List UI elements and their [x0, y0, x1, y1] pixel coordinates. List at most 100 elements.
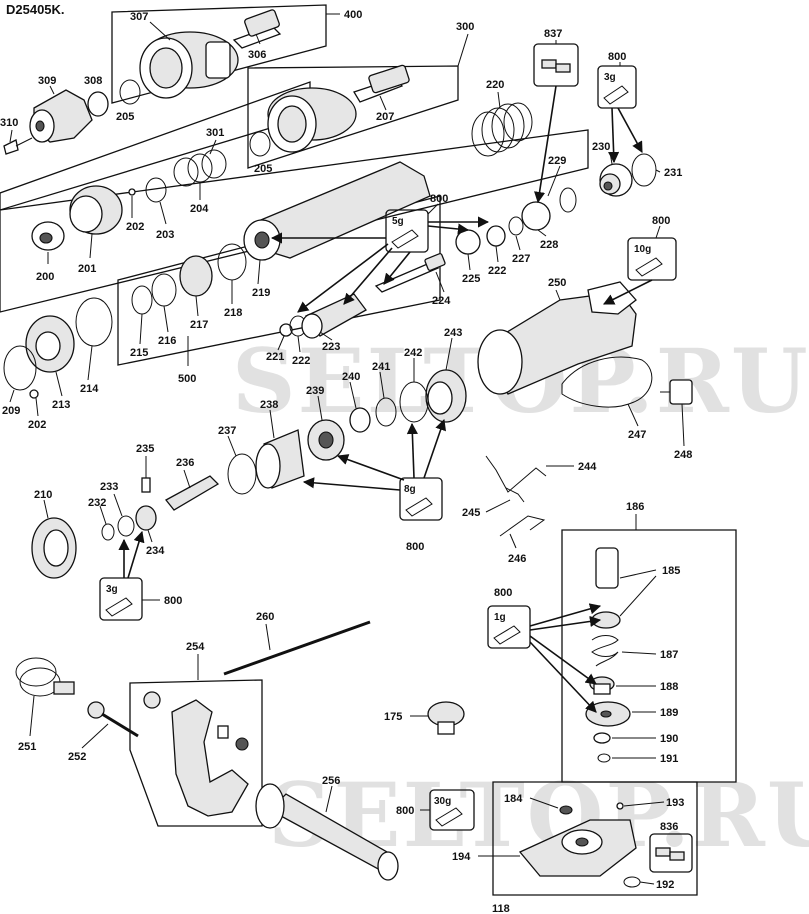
callout-187: 187 — [660, 649, 678, 661]
callout-400: 400 — [344, 9, 362, 21]
part-187-spring — [591, 635, 619, 667]
grease-box-1g: 1g — [487, 605, 531, 649]
callout-309: 309 — [38, 75, 56, 87]
callout-229: 229 — [548, 155, 566, 167]
part-217-bush — [179, 255, 213, 297]
part-238-clutch — [255, 429, 305, 489]
part-216-ring — [151, 273, 177, 307]
model-title: D25405K. — [6, 2, 65, 17]
callout-500: 500 — [178, 373, 196, 385]
assembly-box-400 — [111, 4, 327, 104]
part-202-ball-b — [29, 389, 39, 399]
callout-201: 201 — [78, 263, 96, 275]
part-202-ball-a — [128, 188, 136, 196]
callout-250: 250 — [548, 277, 566, 289]
callout-300: 300 — [456, 21, 474, 33]
callout-217: 217 — [190, 319, 208, 331]
part-230-bearing — [599, 163, 633, 197]
callout-836: 836 — [660, 821, 678, 833]
part-252-bolt — [87, 701, 139, 738]
callout-192: 192 — [656, 879, 674, 891]
callout-837: 837 — [544, 28, 562, 40]
part-213-bush — [25, 315, 75, 373]
callout-242: 242 — [404, 347, 422, 359]
part-247-gasket — [561, 356, 653, 408]
callout-800-3g: 800 — [164, 595, 182, 607]
part-248-switch — [660, 379, 693, 405]
part-218-ring — [217, 243, 247, 281]
part-250-housing — [477, 281, 637, 395]
part-220-spring — [471, 102, 533, 157]
callout-246: 246 — [508, 553, 526, 565]
callout-202-b: 202 — [28, 419, 46, 431]
callout-306: 306 — [248, 49, 266, 61]
callout-251: 251 — [18, 741, 36, 753]
callout-118: 118 — [492, 903, 510, 914]
callout-800-10g: 800 — [652, 215, 670, 227]
callout-209: 209 — [2, 405, 20, 417]
callout-220: 220 — [486, 79, 504, 91]
callout-301: 301 — [206, 127, 224, 139]
svg-text:8g: 8g — [404, 484, 416, 495]
part-215-ring — [131, 285, 153, 315]
callout-307: 307 — [130, 11, 148, 23]
callout-204: 204 — [190, 203, 209, 215]
part-308-washer — [87, 91, 109, 117]
part-194-cover — [518, 819, 637, 877]
brush-box-836 — [649, 833, 693, 873]
part-241-ring — [375, 397, 397, 427]
callout-221: 221 — [266, 351, 284, 363]
callout-225: 225 — [462, 273, 480, 285]
callout-213: 213 — [52, 399, 70, 411]
callout-207: 207 — [376, 111, 394, 123]
svg-text:30g: 30g — [434, 796, 451, 807]
callout-186: 186 — [626, 501, 644, 513]
part-245-lever — [505, 487, 525, 503]
part-main-tube — [243, 161, 431, 261]
part-189-gear — [585, 701, 631, 727]
part-ring-229 — [559, 187, 577, 213]
callout-252: 252 — [68, 751, 86, 763]
part-224-pin — [374, 253, 446, 293]
callout-308: 308 — [84, 75, 102, 87]
part-232-ring — [101, 523, 115, 541]
part-231-ring — [631, 153, 657, 187]
callout-228: 228 — [540, 239, 558, 251]
part-207-tip — [353, 64, 410, 103]
callout-800-8g: 800 — [406, 541, 424, 553]
assembly-box-186 — [561, 529, 737, 783]
callout-215: 215 — [130, 347, 148, 359]
svg-text:3g: 3g — [604, 72, 616, 83]
part-184-bearing — [559, 805, 573, 815]
grease-box-10g: 10g — [627, 237, 677, 281]
svg-text:3g: 3g — [106, 584, 118, 595]
part-203-ring — [145, 177, 167, 203]
callout-214: 214 — [80, 383, 99, 395]
assembly-box-main — [0, 129, 589, 313]
grease-box-8g: 8g — [399, 477, 443, 521]
part-243-drum — [425, 369, 467, 423]
part-221-ring — [279, 323, 293, 337]
callout-243: 243 — [444, 327, 462, 339]
part-214-ring — [75, 297, 113, 347]
callout-800-5g: 800 — [430, 193, 448, 205]
part-244-lever — [485, 455, 547, 493]
part-234-bush — [135, 505, 157, 531]
callout-232: 232 — [88, 497, 106, 509]
callout-236: 236 — [176, 457, 194, 469]
part-251-clamp — [15, 657, 75, 697]
callout-222-b: 222 — [292, 355, 310, 367]
part-256-side-handle — [255, 783, 399, 881]
callout-800-30g: 800 — [396, 805, 414, 817]
part-228-bush — [521, 201, 551, 231]
callout-205-a: 205 — [116, 111, 134, 123]
callout-256: 256 — [322, 775, 340, 787]
callout-188: 188 — [660, 681, 678, 693]
svg-text:10g: 10g — [634, 244, 651, 255]
assembly-box-clamp — [129, 679, 263, 827]
callout-247: 247 — [628, 429, 646, 441]
part-246-lever — [499, 515, 546, 537]
part-188-cup — [589, 676, 615, 695]
callout-184: 184 — [504, 793, 523, 805]
part-239-gear — [307, 419, 345, 461]
